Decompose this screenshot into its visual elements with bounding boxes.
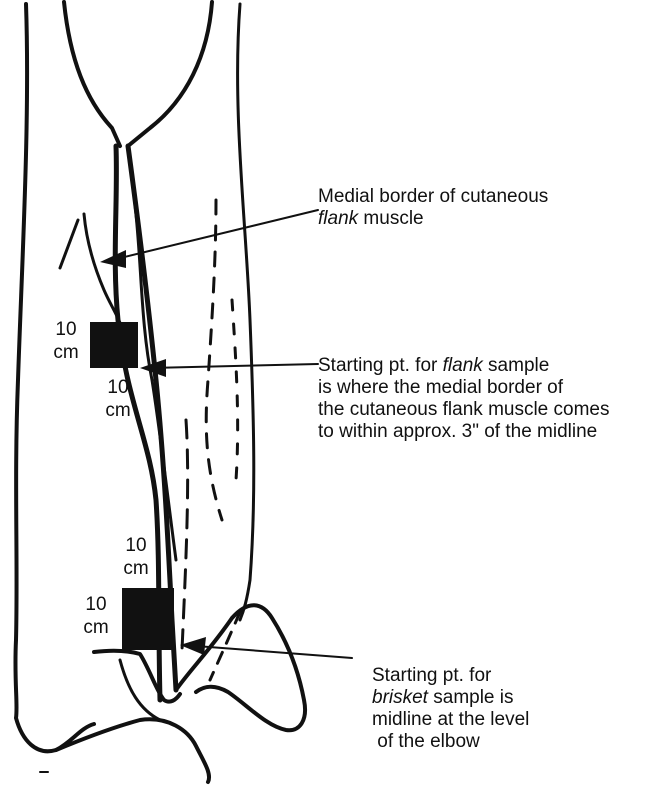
medial-border-line1: Medial border of cutaneous [318,186,548,208]
brisket-start-italic: brisket [372,687,428,708]
elbow-right-shape [176,605,305,730]
brisket-height-unit: cm [74,616,118,639]
flank-start-italic: flank [443,355,483,376]
medial-border-line2: flank muscle [318,208,548,230]
flank-height-value: 10 [46,318,86,341]
flank-width-value: 10 [96,376,140,399]
brisket-width-dimension: 10 cm [114,534,158,580]
medial-border-italic: flank [318,208,358,229]
medial-border-rest: muscle [358,208,423,229]
flank-width-unit: cm [96,399,140,422]
brisket-start-line4: of the elbow [372,731,529,753]
brisket-height-value: 10 [74,593,118,616]
flank-start-line4: to within approx. 3" of the midline [318,421,610,443]
lower-left-leg [56,719,209,782]
medial-border-label: Medial border of cutaneous flank muscle [318,186,548,230]
flank-start-suffix: sample [483,355,550,376]
flank-sample-patch [90,322,138,368]
flank-height-unit: cm [46,341,86,364]
brisket-sample-patch [122,588,174,650]
dashed-muscle-line-2 [232,300,238,480]
dashed-lower-line [182,420,188,650]
flank-start-line3: the cutaneous flank muscle comes [318,399,610,421]
brisket-height-dimension: 10 cm [74,593,118,639]
flank-start-line1: Starting pt. for flank sample [318,355,610,377]
elbow-inner-dash [210,612,240,680]
left-outer-contour [15,4,94,751]
flank-start-label: Starting pt. for flank sample is where t… [318,355,610,443]
lower-center-leg [120,660,160,720]
brisket-start-line3: midline at the level [372,709,529,731]
flank-start-line2: is where the medial border of [318,377,610,399]
brisket-width-value: 10 [114,534,158,557]
brisket-width-unit: cm [114,557,158,580]
flank-width-dimension: 10 cm [96,376,140,422]
flank-pointer [150,364,318,368]
brisket-start-rest: sample is [428,687,514,708]
left-neck-curve [64,2,120,146]
brisket-start-line1: Starting pt. for [372,665,529,687]
dashed-muscle-line [206,200,222,520]
flank-muscle-border [60,214,122,328]
brisket-start-line2: brisket sample is [372,687,529,709]
flank-start-prefix: Starting pt. for [318,355,443,376]
right-outer-contour [238,4,254,620]
brisket-left-shape [94,651,180,702]
flank-height-dimension: 10 cm [46,318,86,364]
right-neck-curve [128,2,212,146]
brisket-start-label: Starting pt. for brisket sample is midli… [372,665,529,753]
